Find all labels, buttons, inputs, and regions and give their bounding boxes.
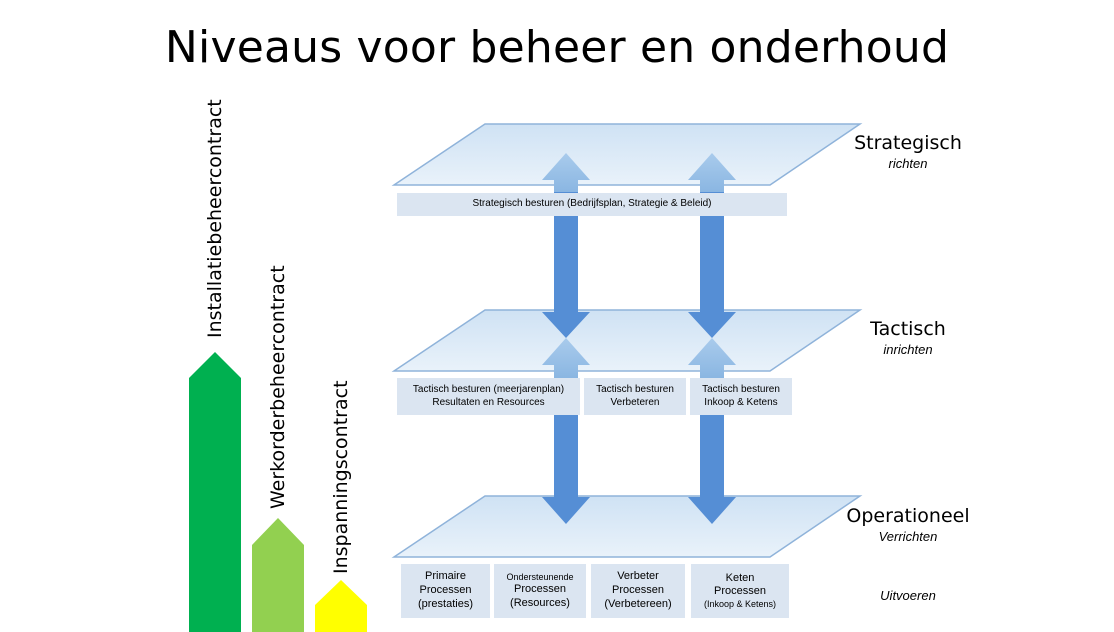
level-operationeel-sub: Verrichten bbox=[878, 529, 938, 544]
operational-box-ondersteunende-line3: (Resources) bbox=[510, 596, 570, 609]
operational-box-primaire-line2: Processen bbox=[419, 584, 472, 597]
strategic-steering-text: Strategisch besturen (Bedrijfsplan, Stra… bbox=[472, 198, 712, 210]
operational-box-ondersteunende: Ondersteunende Processen (Resources) bbox=[494, 564, 586, 618]
contract-label-werkorderbeheer: Werkorderbeheercontract bbox=[267, 265, 289, 509]
level-tactisch-name: Tactisch bbox=[870, 318, 946, 340]
operational-box-verbeter-line1: Verbeter bbox=[617, 570, 659, 583]
operational-box-keten-line1: Keten bbox=[725, 571, 755, 584]
tactical-box-ketens: Tactisch besturen Inkoop & Ketens bbox=[690, 378, 792, 415]
level-operationeel: Operationeel Verrichten bbox=[840, 505, 976, 544]
arrow-down-right-upper bbox=[688, 190, 736, 338]
arrow-up-right-top bbox=[688, 153, 736, 192]
arrow-up-left-mid bbox=[542, 338, 590, 378]
operational-box-primaire-line3: (prestaties) bbox=[417, 597, 474, 610]
contract-label-installatiebeheer: Installatiebeheercontract bbox=[204, 99, 226, 338]
plane-tactisch bbox=[391, 309, 863, 372]
contract-bar-installatiebeheer bbox=[189, 352, 241, 632]
strategic-steering-box: Strategisch besturen (Bedrijfsplan, Stra… bbox=[397, 193, 787, 216]
operational-box-keten: Keten Processen (Inkoop & Ketens) bbox=[691, 564, 789, 618]
tactical-box-verbeteren-line2: Verbeteren bbox=[610, 396, 660, 408]
arrow-up-right-mid bbox=[688, 338, 736, 378]
operational-box-verbeter: Verbeter Processen (Verbetereen) bbox=[591, 564, 685, 618]
plane-strategisch bbox=[391, 123, 863, 186]
tactical-box-resources-line1: Tactisch besturen (meerjarenplan) bbox=[412, 384, 565, 395]
level-strategisch: Strategisch richten bbox=[840, 132, 976, 171]
level-uitvoeren: Uitvoeren bbox=[840, 586, 976, 603]
page-title: Niveaus voor beheer en onderhoud bbox=[164, 22, 950, 73]
tactical-box-verbeteren: Tactisch besturen Verbeteren bbox=[584, 378, 686, 415]
tactical-box-resources: Tactisch besturen (meerjarenplan) Result… bbox=[397, 378, 580, 415]
level-uitvoeren-label: Uitvoeren bbox=[880, 588, 936, 603]
operational-box-keten-line2: Processen bbox=[714, 585, 766, 598]
contract-label-inspanning: Inspanningscontract bbox=[330, 380, 352, 574]
operational-box-ondersteunende-line1: Ondersteunende bbox=[506, 571, 574, 582]
level-operationeel-name: Operationeel bbox=[846, 505, 970, 527]
level-tactisch-sub: inrichten bbox=[883, 342, 933, 357]
contract-bar-werkorderbeheer bbox=[252, 518, 304, 632]
operational-box-ondersteunende-line2: Processen bbox=[514, 582, 566, 595]
contract-bar-inspanning bbox=[315, 580, 367, 632]
operational-box-primaire-line1: Primaire bbox=[425, 570, 466, 583]
tactical-box-ketens-line1: Tactisch besturen bbox=[702, 384, 780, 395]
operational-box-keten-line3: (Inkoop & Ketens) bbox=[703, 599, 777, 610]
plane-operationeel bbox=[391, 495, 863, 558]
arrow-up-left-top bbox=[542, 153, 590, 192]
level-strategisch-sub: richten bbox=[888, 156, 928, 171]
tactical-box-ketens-line2: Inkoop & Ketens bbox=[704, 396, 778, 408]
level-strategisch-name: Strategisch bbox=[854, 132, 962, 154]
level-tactisch: Tactisch inrichten bbox=[840, 318, 976, 357]
operational-box-verbeter-line2: Processen bbox=[612, 584, 664, 597]
operational-box-primaire: Primaire Processen (prestaties) bbox=[401, 564, 490, 618]
operational-box-verbeter-line3: (Verbetereen) bbox=[604, 597, 672, 610]
tactical-box-resources-line2: Resultaten en Resources bbox=[432, 396, 545, 408]
arrow-down-left-upper bbox=[542, 190, 590, 338]
tactical-box-verbeteren-line1: Tactisch besturen bbox=[596, 384, 674, 395]
